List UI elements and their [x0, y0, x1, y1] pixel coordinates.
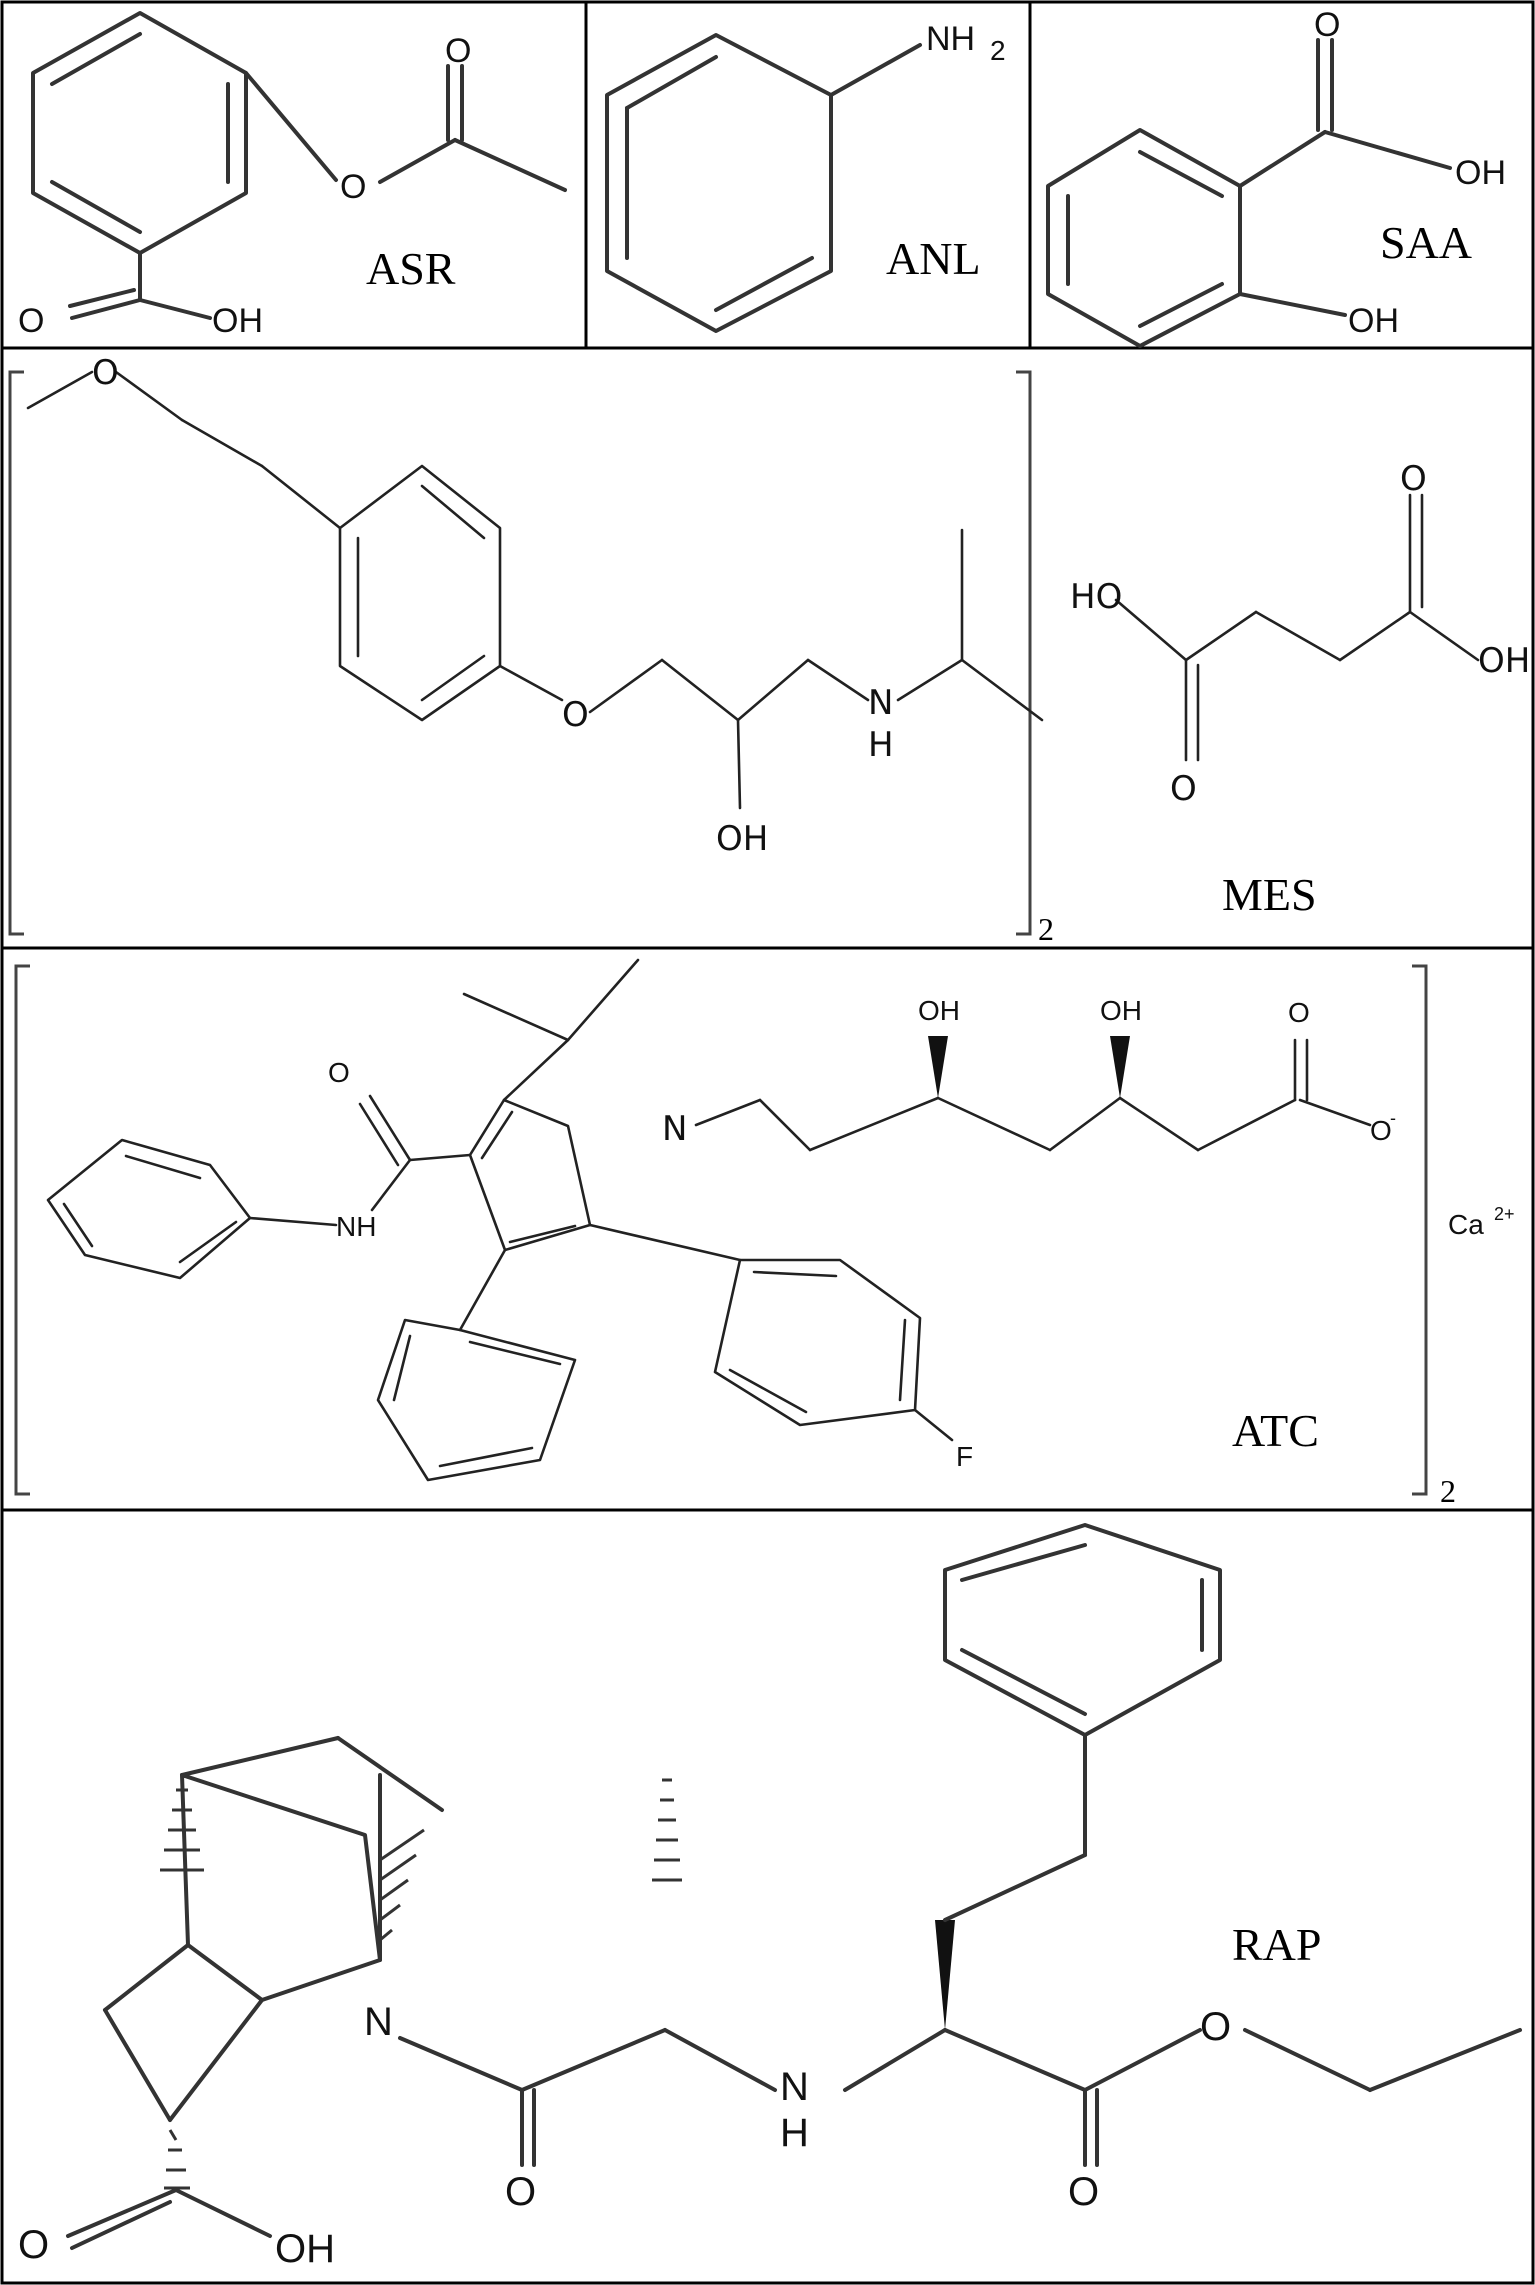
- atc-carboxylate-oxygen-label: O: [1370, 1115, 1392, 1146]
- asr-label: ASR: [366, 243, 456, 294]
- atc-carbonyl-oxygen-label: O: [1288, 997, 1310, 1028]
- rap-pyrrolidine-ring: [180, 1773, 382, 2002]
- asr-carbonyl-oxygen-label: O: [445, 32, 471, 70]
- metoprolol-nitrogen-label: N: [868, 683, 893, 723]
- atc-fluorine-label: F: [956, 1441, 973, 1472]
- atc-bracket-subscript: 2: [1440, 1473, 1456, 1509]
- metoprolol-bracket-subscript: 2: [1038, 911, 1054, 947]
- atc-calcium-label: Ca: [1448, 1209, 1484, 1240]
- metoprolol-structure: [8, 370, 1044, 936]
- atc-anilide-ring: [46, 1138, 252, 1280]
- rap-wedge: [935, 1920, 955, 2030]
- saa-phenol-hydroxyl-label: OH: [1348, 302, 1399, 340]
- anl-label: ANL: [886, 233, 981, 284]
- rap-structure: [66, 1523, 1522, 2250]
- atc-calcium-charge: 2+: [1494, 1204, 1515, 1224]
- atc-amide-nitrogen-label: NH: [336, 1211, 376, 1242]
- atc-negative-charge: -: [1390, 1108, 1396, 1128]
- saa-structure: [1046, 38, 1452, 348]
- metoprolol-nitrogen-hydrogen-label: H: [868, 725, 894, 765]
- anl-amine-subscript: 2: [990, 35, 1006, 66]
- anl-benzene-ring: [605, 33, 833, 333]
- rap-amide-oxygen-label: O: [505, 2170, 536, 2214]
- rap-acid-hydroxyl-label: OH: [275, 2227, 335, 2271]
- asr-oxygen-label: O: [340, 168, 366, 206]
- metoprolol-benzene-ring: [338, 464, 502, 722]
- mes-hydroxyl-left-label: HO: [1070, 577, 1122, 617]
- rap-phenyl-ring: [943, 1523, 1222, 1737]
- atc-fluorophenyl-ring: [713, 1258, 922, 1427]
- rap-label: RAP: [1232, 1919, 1321, 1970]
- anl-amine-label: NH: [926, 20, 975, 58]
- mes-carbonyl-oxygen-bottom-label: O: [1170, 769, 1197, 809]
- asr-structure: [31, 11, 567, 320]
- atc-hydroxyl-1-label: OH: [918, 995, 960, 1026]
- rap-amine-nitrogen-label: N: [780, 2065, 809, 2109]
- rap-acid-oxygen-label: O: [18, 2223, 49, 2267]
- rap-ring-nitrogen-label: N: [364, 2000, 393, 2044]
- mes-hydroxyl-right-label: OH: [1478, 641, 1530, 681]
- saa-benzene-ring: [1046, 128, 1242, 348]
- atc-label: ATC: [1232, 1405, 1319, 1456]
- asr-hydroxyl-label: OH: [212, 302, 263, 340]
- atc-wedge-1: [928, 1036, 948, 1098]
- mes-label: MES: [1222, 869, 1317, 920]
- atc-wedge-2: [1110, 1036, 1130, 1098]
- metoprolol-hydroxyl-label: OH: [716, 819, 768, 859]
- atc-pyrrole-ring: [468, 1098, 592, 1252]
- metoprolol-phenoxy-oxygen-label: O: [562, 695, 589, 735]
- atc-hydroxyl-2-label: OH: [1100, 995, 1142, 1026]
- left-bracket: [8, 370, 24, 936]
- atc-right-bracket: [1412, 964, 1428, 1496]
- atc-left-bracket: [14, 964, 30, 1496]
- asr-acid-oxygen-label: O: [18, 302, 44, 340]
- rap-hashed-wedges: [160, 1778, 682, 2190]
- asr-benzene-ring: [31, 11, 248, 255]
- rap-amine-hydrogen-label: H: [780, 2111, 809, 2155]
- saa-acid-hydroxyl-label: OH: [1455, 154, 1506, 192]
- mes-carbonyl-oxygen-top-label: O: [1400, 459, 1427, 499]
- rap-ester-oxygen-label: O: [1200, 2005, 1231, 2049]
- metoprolol-ether-oxygen-label: O: [92, 353, 119, 393]
- right-bracket: [1016, 370, 1032, 936]
- atc-phenyl-ring: [376, 1318, 577, 1482]
- atc-amide-oxygen-label: O: [328, 1057, 350, 1088]
- rap-ester-carbonyl-oxygen-label: O: [1068, 2170, 1099, 2214]
- anl-structure: [605, 33, 922, 333]
- mes-structure: [1114, 493, 1480, 762]
- atc-pyrrole-nitrogen-label: N: [662, 1109, 687, 1149]
- atc-structure: [14, 958, 1428, 1496]
- saa-carbonyl-oxygen-label: O: [1314, 6, 1340, 44]
- saa-label: SAA: [1380, 217, 1472, 268]
